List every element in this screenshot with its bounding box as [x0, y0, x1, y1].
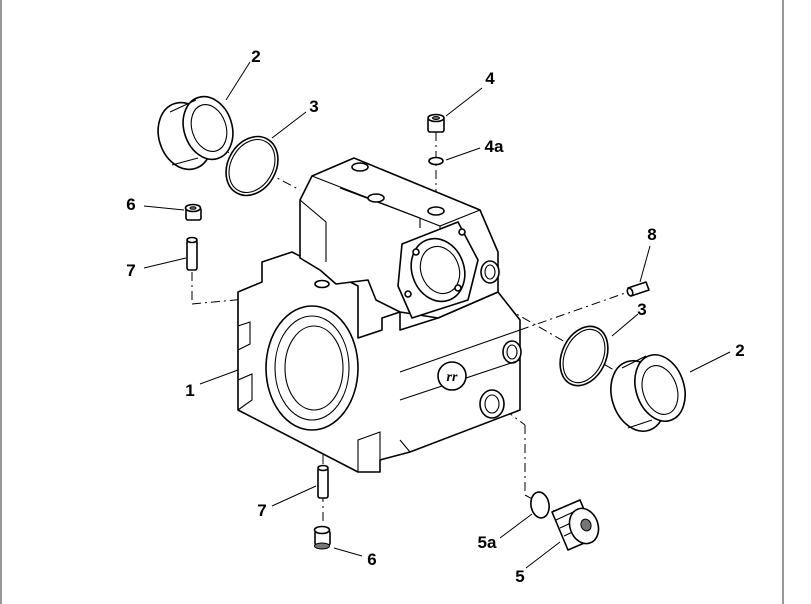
plug-screw-4 — [427, 113, 445, 133]
callout-labels: 2 3 4 4a 6 7 8 3 2 1 7 5a 6 5 — [126, 47, 744, 586]
leader-lines — [143, 61, 731, 569]
housing-body: rr — [237, 157, 522, 473]
callout-1: 1 — [185, 381, 194, 400]
pin-7-top — [186, 236, 198, 271]
callout-5: 5 — [515, 567, 524, 586]
seal-ring-4a — [428, 156, 444, 166]
callout-7-top: 7 — [126, 261, 135, 280]
callout-6-top: 6 — [126, 195, 135, 214]
o-ring-top — [225, 135, 279, 197]
callout-3-right: 3 — [637, 300, 646, 319]
bearing-ring-right — [610, 354, 686, 432]
callout-6-bottom: 6 — [367, 550, 376, 569]
callout-4a: 4a — [485, 137, 504, 156]
callout-2-top: 2 — [251, 47, 260, 66]
plug-6-top — [184, 203, 202, 221]
o-ring-right — [559, 325, 609, 387]
callout-7-bottom: 7 — [257, 501, 266, 520]
seal-ring-5a — [530, 491, 550, 519]
logo-emblem — [437, 361, 467, 391]
callout-8: 8 — [647, 225, 656, 244]
plug-screw-5 — [551, 499, 600, 551]
pin-8 — [626, 281, 650, 297]
callout-2-right: 2 — [735, 341, 744, 360]
callout-4: 4 — [485, 69, 495, 88]
bearing-ring-top — [157, 95, 234, 171]
callout-5a: 5a — [478, 533, 497, 552]
plug-6-bottom — [313, 525, 331, 550]
pin-7-bottom — [317, 464, 329, 499]
callout-3-top: 3 — [309, 97, 318, 116]
logo-text: rr — [447, 370, 458, 385]
